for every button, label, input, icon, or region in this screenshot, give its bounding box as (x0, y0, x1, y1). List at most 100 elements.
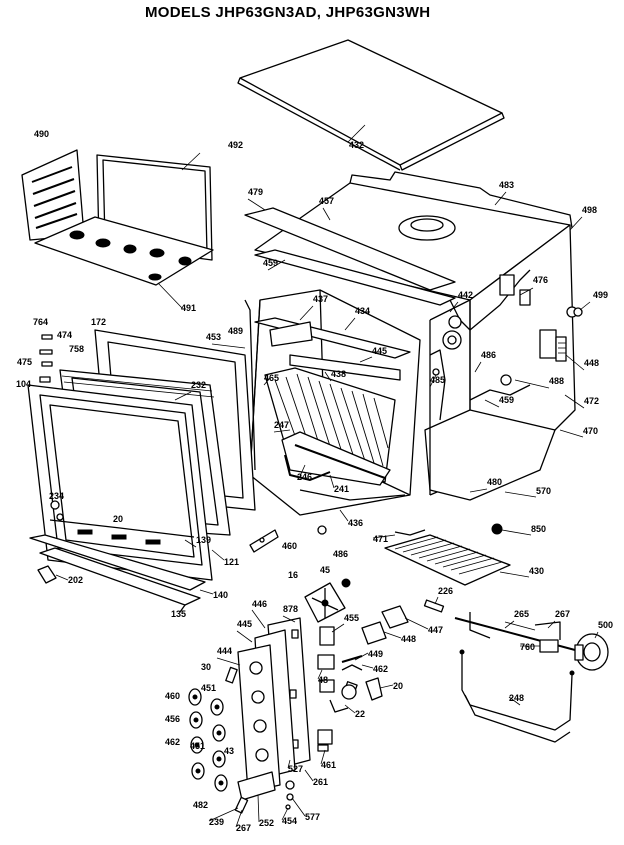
part-label: 448 (584, 358, 599, 368)
part-label: 472 (584, 396, 599, 406)
leader-lines (55, 124, 599, 828)
door-small-parts (37, 334, 57, 584)
part-label: 445 (237, 619, 252, 629)
part-label: 261 (313, 777, 328, 787)
part-label: 577 (305, 812, 320, 822)
door-outer-frame (27, 384, 213, 581)
rotisserie-frame (459, 649, 575, 743)
part-label: 448 (401, 634, 416, 644)
part-label: 265 (514, 609, 529, 619)
part-label: 457 (319, 196, 334, 206)
part-label: 499 (593, 290, 608, 300)
part-label: 430 (529, 566, 544, 576)
part-label: 232 (191, 380, 206, 390)
part-label: 453 (206, 332, 221, 342)
part-label: 480 (487, 477, 502, 487)
bottom-vent-grille (384, 529, 511, 586)
part-label: 470 (583, 426, 598, 436)
part-label: 459 (263, 258, 278, 268)
part-label: 104 (16, 379, 31, 389)
part-label: 252 (259, 818, 274, 828)
part-label: 30 (201, 662, 211, 672)
part-label: 489 (228, 326, 243, 336)
part-label: 482 (193, 800, 208, 810)
part-label: 758 (69, 344, 84, 354)
top-panel (237, 39, 505, 171)
part-label: 140 (213, 590, 228, 600)
top-trim-strip (244, 207, 456, 306)
part-label: 462 (165, 737, 180, 747)
outer-cabinet (254, 171, 583, 501)
diagram-title: MODELS JHP63GN3AD, JHP63GN3WH (145, 4, 430, 21)
oven-rack (264, 367, 406, 501)
part-label: 462 (373, 664, 388, 674)
rotisserie-spit (423, 599, 576, 653)
part-label: 438 (331, 369, 346, 379)
part-label: 490 (34, 129, 49, 139)
part-label: 476 (533, 275, 548, 285)
part-label: 500 (598, 620, 613, 630)
broiler-insert (34, 152, 214, 309)
part-label: 460 (282, 541, 297, 551)
part-label: 486 (333, 549, 348, 559)
part-label: 459 (499, 395, 514, 405)
part-label: 121 (224, 557, 239, 567)
part-label: 455 (344, 613, 359, 623)
part-label: 436 (348, 518, 363, 528)
door-bottom-strip (29, 534, 206, 613)
part-label: 456 (165, 714, 180, 724)
part-label: 460 (165, 691, 180, 701)
part-label: 479 (248, 187, 263, 197)
part-label: 474 (57, 330, 72, 340)
part-label: 172 (91, 317, 106, 327)
part-label: 488 (549, 376, 564, 386)
part-label: 246 (297, 472, 312, 482)
part-label: 444 (217, 646, 232, 656)
part-label: 449 (368, 649, 383, 659)
part-label: 461 (321, 760, 336, 770)
part-label: 248 (509, 693, 524, 703)
part-label: 432 (349, 140, 364, 150)
part-label: 454 (282, 816, 297, 826)
part-label: 451 (201, 683, 216, 693)
part-label: 234 (49, 491, 64, 501)
rotisserie-motor (574, 633, 609, 671)
control-bottom-parts (234, 771, 295, 814)
control-panel-front (237, 644, 281, 793)
part-label: 16 (288, 570, 298, 580)
control-knobs (188, 666, 238, 792)
part-label: 20 (113, 514, 123, 524)
part-label: 442 (458, 290, 473, 300)
part-label: 486 (481, 350, 496, 360)
part-label: 465 (264, 373, 279, 383)
part-label: 764 (33, 317, 48, 327)
hinge-bracket (249, 525, 327, 553)
part-label: 48 (318, 675, 328, 685)
part-label: 878 (283, 604, 298, 614)
part-label: 241 (334, 484, 349, 494)
part-label: 267 (236, 823, 251, 833)
part-label: 491 (181, 303, 196, 313)
part-label: 447 (428, 625, 443, 635)
part-label: 45 (320, 565, 330, 575)
part-label: 139 (196, 535, 211, 545)
part-label: 445 (372, 346, 387, 356)
part-label: 239 (209, 817, 224, 827)
part-label: 267 (555, 609, 570, 619)
part-label: 570 (536, 486, 551, 496)
part-label: 434 (355, 306, 370, 316)
part-label: 226 (438, 586, 453, 596)
part-label: 850 (531, 524, 546, 534)
cooling-fan (304, 578, 351, 623)
part-label: 498 (582, 205, 597, 215)
part-label: 492 (228, 140, 243, 150)
part-label: 451 (190, 741, 205, 751)
part-label: 475 (17, 357, 32, 367)
part-label: 485 (430, 375, 445, 385)
part-label: 20 (393, 681, 403, 691)
part-label: 483 (499, 180, 514, 190)
part-label: 43 (224, 746, 234, 756)
switch-components (317, 605, 409, 752)
